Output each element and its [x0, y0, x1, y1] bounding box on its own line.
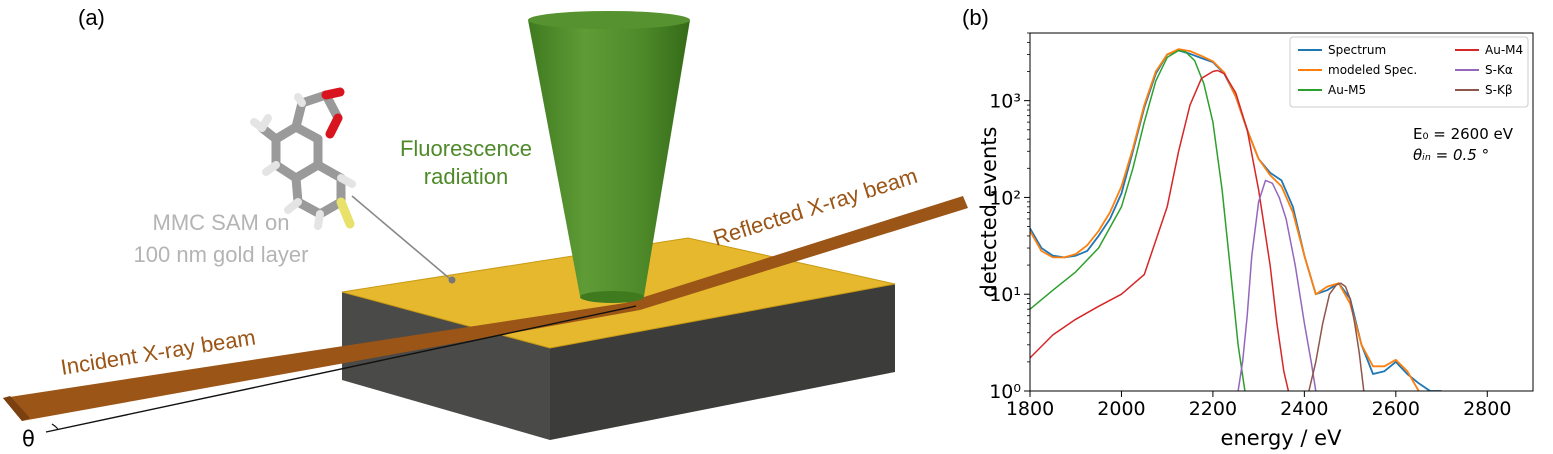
plot-frame: [1029, 32, 1534, 392]
x-axis-ticks: 1800 2000 2200 2400 2600 2800: [1006, 391, 1511, 420]
x-tick-label-0: 1800: [1006, 398, 1054, 420]
chart: 10⁰ 10¹ 10² 10³ 1800 2000 2200 2400 2600 2800 en…: [977, 32, 1534, 450]
series-s-k-line: [1237, 179, 1317, 391]
cone-top-rim: [528, 11, 690, 29]
y-axis-label: detected events: [977, 127, 1001, 298]
panel-a-label: (a): [78, 5, 105, 30]
y-axis-ticks: 10⁰ 10¹ 10² 10³: [989, 32, 1030, 403]
x-tick-label-5: 2800: [1463, 398, 1511, 420]
series-s-k-line: [1308, 282, 1365, 391]
legend-label-2: Au-M5: [1328, 83, 1366, 97]
panel-b-label: (b): [962, 5, 989, 30]
sample-pointer-line: [351, 195, 450, 279]
y-tick-label-2: 10²: [989, 187, 1021, 209]
fluorescence-label-line2: radiation: [424, 164, 508, 189]
surface-reference-line: [45, 305, 637, 433]
angle-arc: [51, 423, 59, 431]
series-au-m4-line: [1030, 69, 1290, 391]
reflected-beam-label: Reflected X-ray beam: [710, 163, 920, 251]
x-tick-label-1: 2000: [1097, 398, 1145, 420]
sample-label-line2: 100 nm gold layer: [134, 242, 309, 267]
legend-label-5: S-Kβ: [1485, 83, 1512, 97]
y-tick-label-3: 10³: [989, 91, 1021, 113]
series-layer: [1030, 48, 1442, 391]
sample-point-marker: [448, 276, 456, 284]
x-tick-label-2: 2200: [1189, 398, 1237, 420]
block-right-face: [550, 284, 895, 440]
reflected-beam: [625, 196, 968, 310]
cone-tip: [580, 291, 644, 303]
block-front-face: [342, 292, 550, 440]
fluorescence-label-line1: Fluorescence: [400, 136, 532, 161]
annotation-theta: θᵢₙ = 0.5 °: [1413, 146, 1489, 164]
legend-label-3: Au-M4: [1485, 43, 1523, 57]
incident-beam: [3, 303, 640, 421]
legend-label-4: S-Kα: [1485, 63, 1513, 77]
y-tick-label-1: 10¹: [989, 284, 1021, 306]
mmc-molecule: [250, 87, 356, 230]
legend: Spectrum modeled Spec. Au-M5 Au-M4S-KαS-Kβ: [1289, 36, 1529, 108]
fluorescence-cone: [528, 11, 690, 303]
panel-b: (b) 10⁰ 10¹ 10² 10³ 1800 2000 2200 2400 2600 280…: [962, 5, 1534, 450]
incident-beam-edge: [3, 396, 30, 421]
panel-a: (a) θ: [3, 5, 968, 451]
angle-symbol: θ: [22, 427, 35, 451]
x-tick-label-4: 2600: [1372, 398, 1420, 420]
series-au-m5-line: [1030, 49, 1246, 391]
annotation-e0: E₀ = 2600 eV: [1413, 125, 1514, 143]
legend-label-0: Spectrum: [1328, 43, 1386, 57]
x-axis-label: energy / eV: [1221, 426, 1343, 450]
legend-label-1: modeled Spec.: [1328, 63, 1417, 77]
cone-body: [528, 20, 690, 302]
y-tick-label-0: 10⁰: [989, 381, 1021, 403]
sample-label-line1: MMC SAM on: [153, 210, 290, 235]
x-tick-label-3: 2400: [1280, 398, 1328, 420]
